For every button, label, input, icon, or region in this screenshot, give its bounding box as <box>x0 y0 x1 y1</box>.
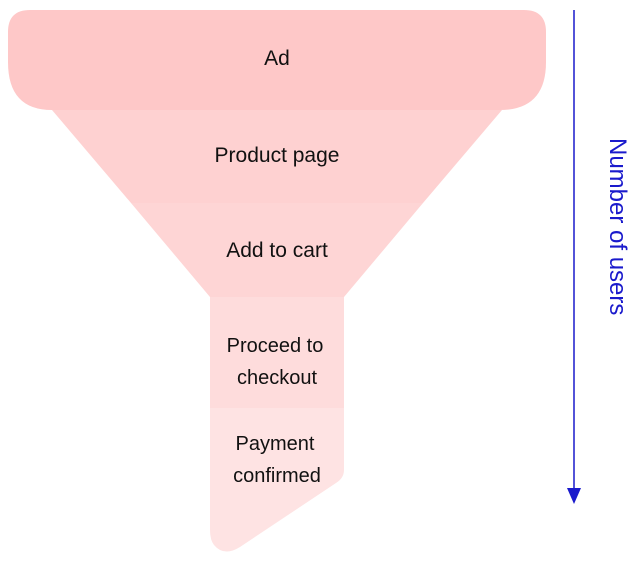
funnel-stage-proceed-to-checkout <box>210 297 344 408</box>
stage-label-payment-line1: Payment <box>236 433 315 455</box>
stage-label-add-to-cart: Add to cart <box>226 239 328 262</box>
stage-label-payment-line2: confirmed <box>233 465 321 487</box>
stage-label-product-page: Product page <box>215 144 340 167</box>
funnel-stage-payment-confirmed <box>210 408 344 552</box>
axis-label: Number of users <box>604 138 631 315</box>
funnel-stage-ad <box>8 10 546 110</box>
funnel-stage-product-page <box>52 110 502 203</box>
funnel-stage-add-to-cart <box>131 203 423 297</box>
stage-label-ad: Ad <box>264 47 290 70</box>
stage-label-proceed-line1: Proceed to <box>227 335 324 357</box>
axis-arrow-head-icon <box>567 488 581 504</box>
stage-label-proceed-line2: checkout <box>237 367 317 389</box>
